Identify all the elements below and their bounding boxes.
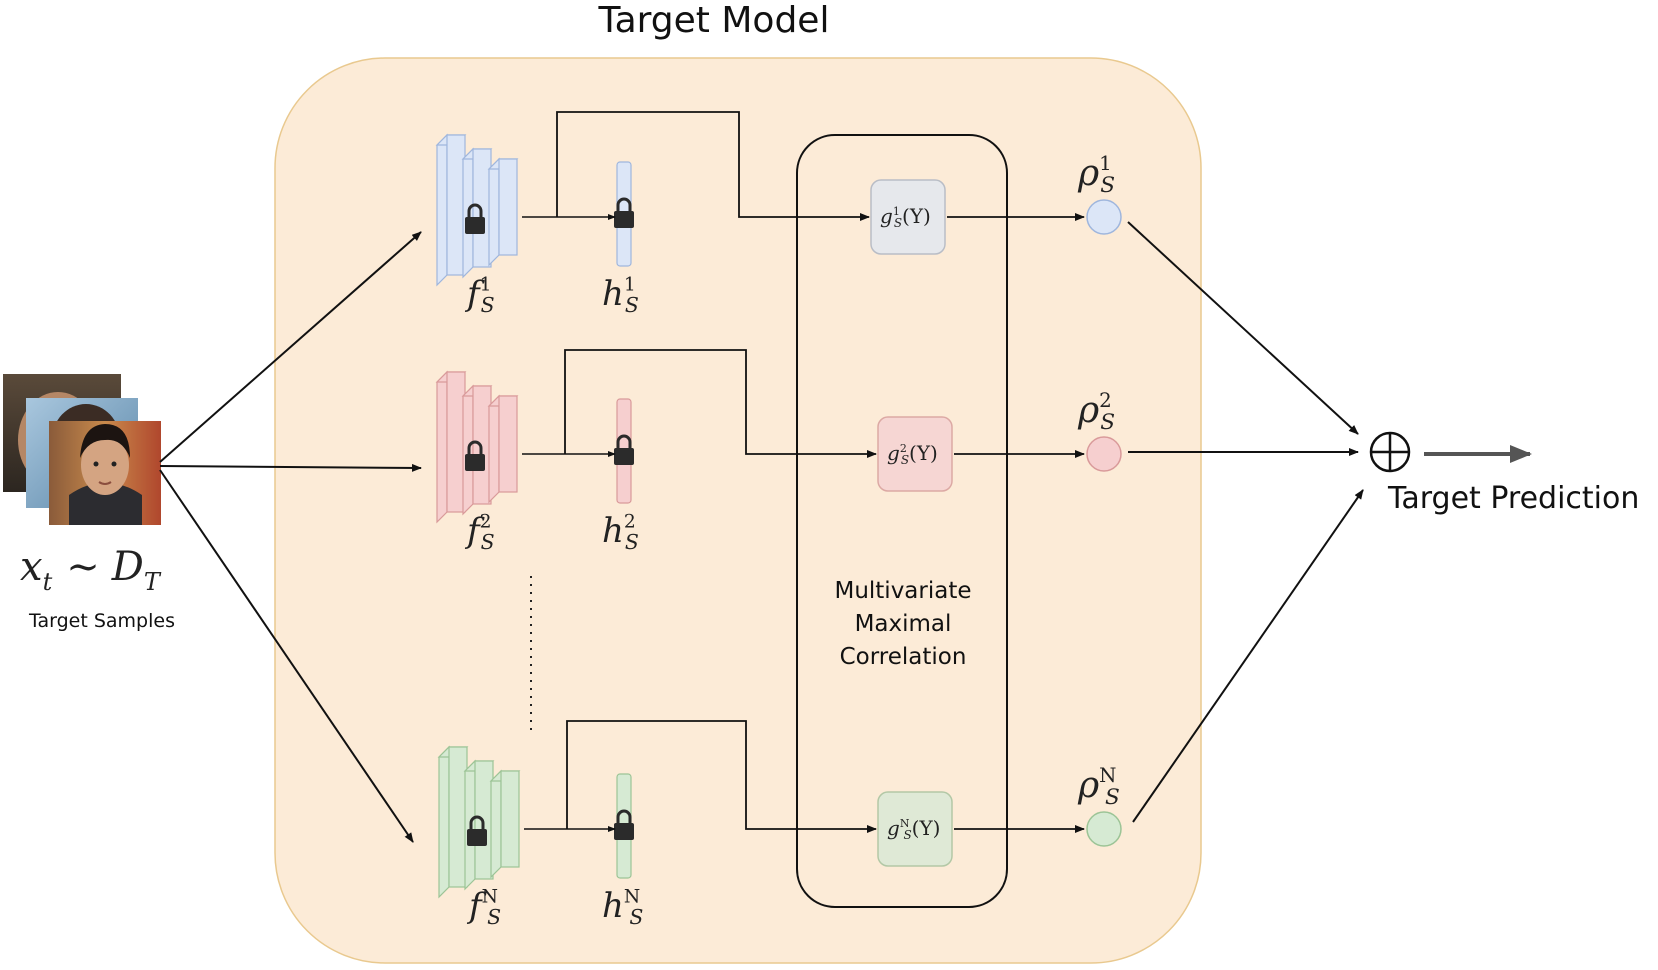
route-to-g-1 [556,111,870,221]
rho-node-1 [1086,199,1122,235]
route-to-g-3 [566,720,877,833]
mmc-label-line2: Maximal [855,611,952,637]
input-distribution-math: xt∼DT [20,544,162,596]
sum-icon [1369,431,1411,473]
encoder-f-2 [435,370,519,524]
input-label: Target Samples [28,610,175,632]
rho-arrows [1127,221,1364,823]
rho-node-3 [1086,811,1122,847]
encoder-f-3 [437,745,521,899]
encoder-f-1 [435,133,519,287]
face-photo-stack [3,374,161,525]
route-to-g-2 [564,349,877,458]
mmc-label-line1: Multivariate [834,578,971,604]
g-function-1 [870,179,946,255]
g-function-2 [877,416,953,492]
target-model-panel [274,57,1202,964]
input-arrows [159,231,422,843]
g-function-3 [877,791,953,867]
rho-node-2 [1086,436,1122,472]
mmc-label-line3: Correlation [840,644,967,670]
diagram-title: Target Model [598,0,830,41]
mmc-box [796,134,1008,908]
output-label: Target Prediction [1387,481,1639,516]
